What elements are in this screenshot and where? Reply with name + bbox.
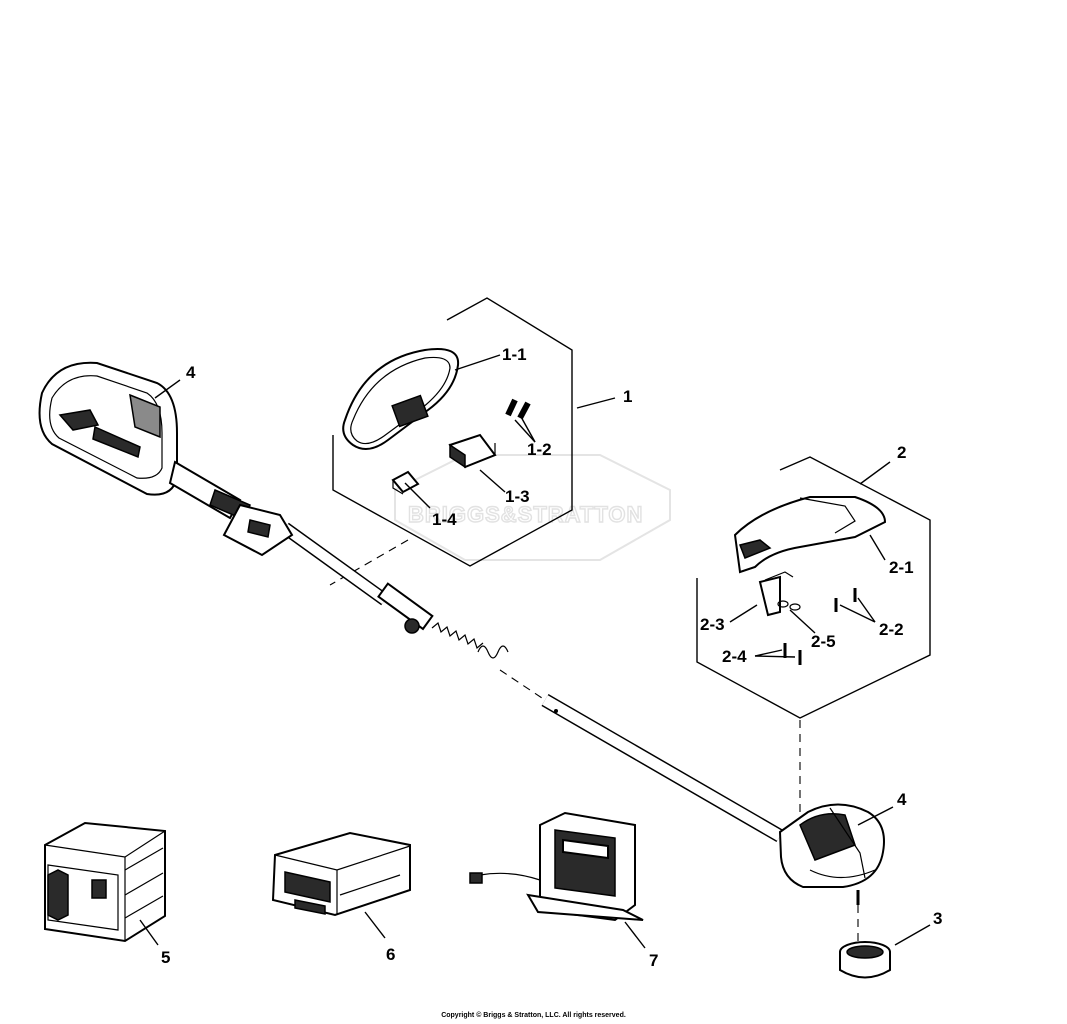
callout-1: 1 [623, 387, 632, 406]
battery-large-part [44, 821, 166, 943]
callout-6: 6 [386, 945, 395, 964]
callout-2-2: 2-2 [879, 620, 904, 639]
callout-1-3: 1-3 [505, 487, 530, 506]
callout-1-1: 1-1 [502, 345, 527, 364]
leader-lines [139, 354, 931, 949]
trimmer-head-housing [778, 803, 885, 945]
brand-watermark: BRIGGS&STRATTON [394, 454, 671, 561]
callout-3: 3 [933, 909, 942, 928]
washers [777, 600, 801, 611]
guard-screws [783, 588, 857, 665]
callout-5: 5 [161, 948, 170, 967]
callout-2: 2 [897, 443, 906, 462]
callout-2-4: 2-4 [722, 647, 747, 666]
battery-small-part [271, 831, 411, 917]
callout-1-2: 1-2 [527, 440, 552, 459]
callout-2-1: 2-1 [889, 558, 914, 577]
handle-bolts [505, 398, 531, 420]
callout-1-4: 1-4 [432, 510, 457, 529]
bracket-part [758, 571, 794, 617]
trimmer-shaft-assembly [281, 522, 784, 843]
guard-part [733, 496, 887, 574]
clip-part [391, 470, 420, 495]
clamp-block-part [448, 433, 497, 469]
loop-handle-part [342, 348, 460, 450]
callout-labels: 4 1-1 1 1-2 1-3 1-4 2 2-1 2-3 2-2 2-5 2-… [161, 345, 942, 970]
copyright-notice: Copyright © Briggs & Stratton, LLC. All … [441, 1012, 626, 1019]
handle-motor-housing [38, 361, 294, 557]
callout-2-3: 2-3 [700, 615, 725, 634]
charger-part [469, 811, 644, 922]
kit-2-outline [696, 456, 931, 820]
watermark-text: BRIGGS&STRATTON [408, 502, 643, 527]
callout-7: 7 [649, 951, 658, 970]
callout-4-handle: 4 [186, 363, 196, 382]
spool-part [839, 941, 891, 979]
callout-2-5: 2-5 [811, 632, 836, 651]
callout-4-head: 4 [897, 790, 907, 809]
